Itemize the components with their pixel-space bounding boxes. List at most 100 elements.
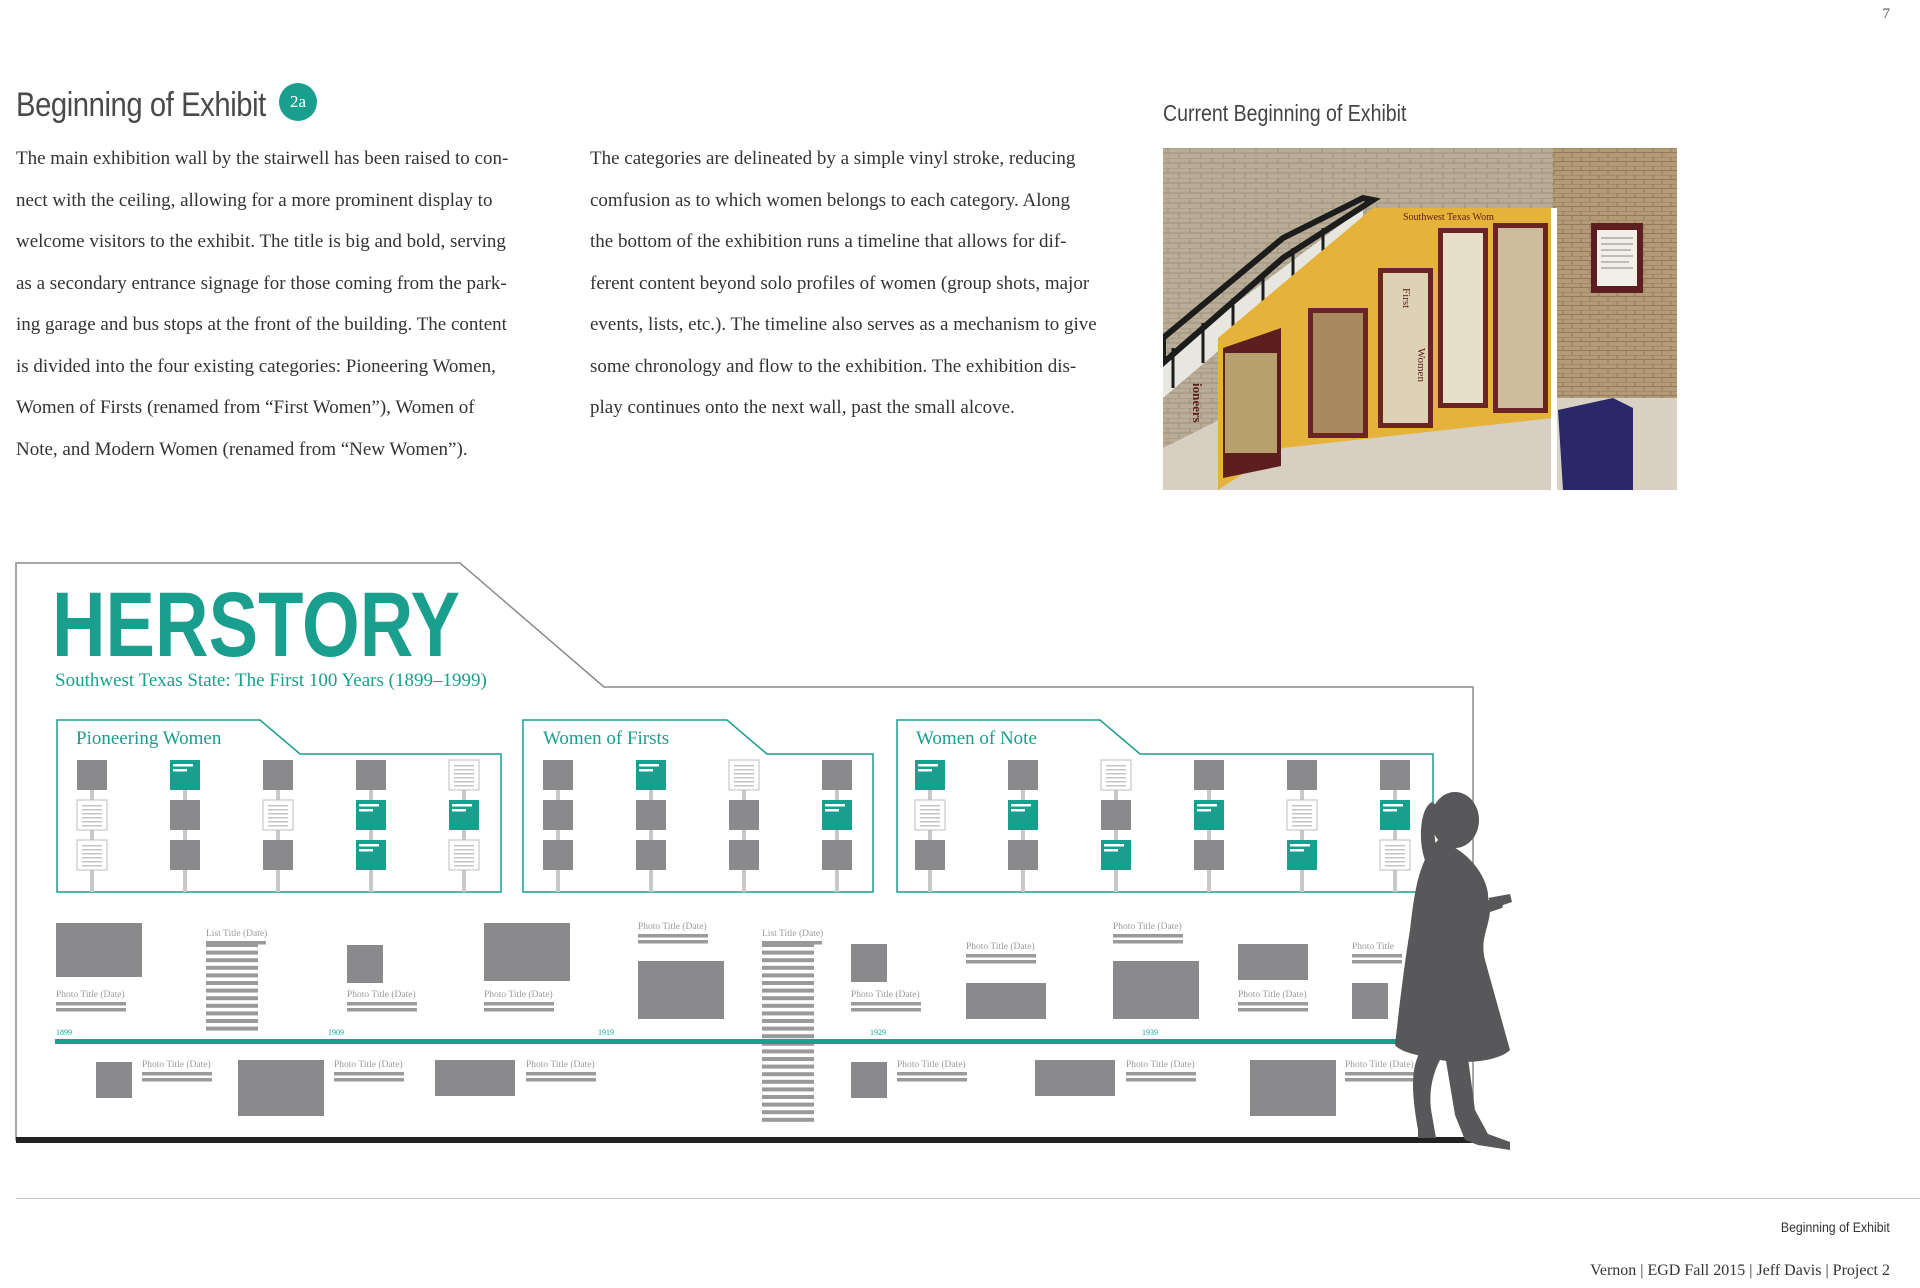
panel-gray (636, 840, 666, 870)
list-line (762, 973, 814, 978)
panel-line (82, 865, 102, 867)
timeline-caption: Photo Title (Date) (347, 989, 416, 1000)
body-column-1: The main exhibition wall by the stairwel… (16, 138, 536, 470)
caption-bar (897, 1072, 967, 1076)
list-line (762, 1064, 814, 1069)
panel-line (1104, 844, 1124, 847)
caption-bar (851, 1002, 921, 1006)
footer-section-title: Beginning of Exhibit (1781, 1219, 1890, 1235)
panel-gray (1008, 760, 1038, 790)
timeline-photo-block (1250, 1060, 1336, 1116)
panel-gray (543, 840, 573, 870)
category-frame-women-of-note (896, 719, 1434, 893)
body-column-2: The categories are delineated by a simpl… (590, 138, 1130, 429)
photo-caption: Current Beginning of Exhibit (1163, 100, 1407, 126)
panel-line (1011, 809, 1025, 812)
panel-line (454, 845, 474, 847)
body-line: comfusion as to which women belongs to e… (590, 189, 1070, 211)
body-line: as a secondary entrance signage for thos… (16, 272, 507, 294)
page-heading: Beginning of Exhibit (16, 86, 266, 124)
panel-line (454, 773, 474, 775)
timeline-caption: Photo Title (Date) (334, 1059, 403, 1070)
panel-gray (822, 840, 852, 870)
list-line (762, 1026, 814, 1031)
panel-line (268, 813, 288, 815)
panel-line (359, 804, 379, 807)
caption-bar (347, 1002, 417, 1006)
timeline-caption: Photo Title (Date) (638, 921, 707, 932)
panel-line (825, 809, 839, 812)
category-title-women-of-firsts: Women of Firsts (543, 728, 669, 749)
list-line (762, 1057, 814, 1061)
caption-bar (1352, 960, 1402, 964)
panel-gray (170, 840, 200, 870)
timeline-caption: Photo Title (Date) (966, 941, 1035, 952)
timeline-photo-block (638, 961, 724, 1019)
panel-line (1385, 865, 1405, 867)
list-line (762, 1003, 814, 1008)
category-frame-women-of-firsts (522, 719, 874, 893)
list-line (762, 1049, 814, 1054)
body-line: play continues onto the next wall, past … (590, 397, 1015, 418)
list-line (206, 973, 258, 978)
caption-bar (897, 1078, 967, 1082)
body-line: the bottom of the exhibition runs a time… (590, 231, 1067, 252)
timeline-photo-block (851, 1062, 887, 1098)
panel-line (1383, 809, 1397, 812)
list-line (762, 1011, 814, 1016)
panel-line (454, 777, 474, 779)
panel-line (1290, 844, 1310, 847)
panel-gray (263, 840, 293, 870)
category-frame-pioneering-women (56, 719, 502, 893)
panel-line (1106, 785, 1126, 787)
body-line: ferent content beyond solo profiles of w… (590, 272, 1090, 294)
caption-bar (334, 1072, 404, 1076)
caption-bar (966, 954, 1036, 958)
panel-gray (170, 800, 200, 830)
exhibit-subtitle: Southwest Texas State: The First 100 Yea… (55, 670, 487, 691)
caption-bar (1126, 1078, 1196, 1082)
caption-bar (966, 960, 1036, 964)
panel-line (1292, 817, 1312, 819)
list-line (762, 950, 814, 955)
panel-line (454, 853, 474, 855)
woman-silhouette (1395, 792, 1512, 1150)
panel-line (1385, 849, 1405, 851)
list-line (762, 1079, 814, 1084)
timeline-photo-block (1238, 944, 1308, 980)
photo-illustration: Southwest Texas Wom ioneers First Women (1163, 148, 1677, 490)
panel-line (920, 817, 940, 819)
panel-gray (543, 800, 573, 830)
panel-line (454, 857, 474, 859)
body-line: some chronology and flow to the exhibiti… (590, 355, 1077, 377)
caption-bar (334, 1078, 404, 1082)
timeline-caption: Photo Title (Date) (1345, 1059, 1414, 1070)
panel-line (920, 825, 940, 827)
panel-line (734, 785, 754, 787)
timeline-caption: Photo Title (Date) (526, 1059, 595, 1070)
photo-vertical-women: Women (1415, 348, 1427, 382)
photo-vertical-pioneers: ioneers (1190, 383, 1205, 423)
caption-bar (638, 934, 708, 938)
photo-vertical-first: First (1400, 288, 1412, 308)
timeline-photo-block (966, 983, 1046, 1019)
timeline-caption: Photo Title (Date) (484, 989, 553, 1000)
body-line: welcome visitors to the exhibit. The tit… (16, 231, 506, 252)
panel-line (639, 764, 659, 767)
panel-line (1106, 781, 1126, 783)
panel-line (1197, 804, 1217, 807)
panel-line (1385, 857, 1405, 859)
panel-line (1290, 849, 1304, 852)
panel-line (1292, 813, 1312, 815)
caption-bar (484, 1002, 554, 1006)
panel-line (454, 865, 474, 867)
timeline-year: 1929 (870, 1028, 886, 1037)
panel-line (82, 813, 102, 815)
caption-bar (56, 1008, 126, 1012)
panel-line (1385, 853, 1405, 855)
section-badge: 2a (279, 83, 317, 121)
list-line (762, 996, 814, 1001)
panel-line (454, 785, 474, 787)
panel-gray (822, 760, 852, 790)
caption-bar (638, 940, 708, 944)
